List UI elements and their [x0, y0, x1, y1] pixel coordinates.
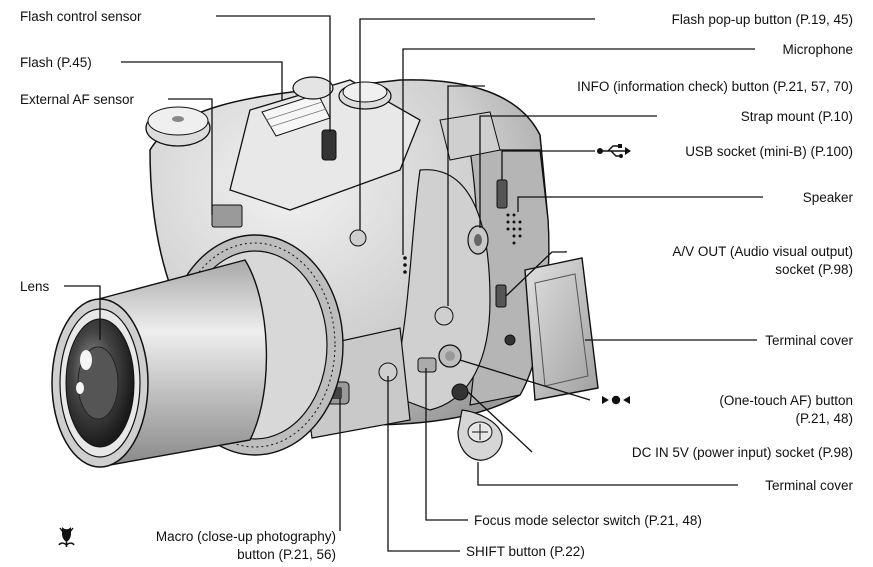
terminal-cover-flap	[524, 257, 599, 401]
label-dc-in: DC IN 5V (power input) socket (P.98)	[632, 445, 853, 460]
label-flash-popup-button: Flash pop-up button (P.19, 45)	[672, 12, 853, 27]
label-terminal-cover-upper: Terminal cover	[765, 333, 853, 348]
dc-in-socket-shape	[451, 383, 469, 401]
label-terminal-cover-lower: Terminal cover	[765, 478, 853, 493]
leader-strap	[479, 115, 657, 228]
flash-control-sensor	[321, 129, 337, 161]
focus-mode-switch-shape	[417, 357, 437, 373]
label-speaker: Speaker	[803, 190, 854, 205]
leader-av-out	[505, 251, 567, 297]
label-lens: Lens	[20, 279, 50, 294]
label-info-button: INFO (information check) button (P.21, 5…	[577, 79, 853, 94]
camera-grip	[389, 169, 491, 411]
leader-terminal-cover-lower	[477, 462, 738, 486]
label-av-out-line1: A/V OUT (Audio visual output)	[672, 244, 853, 259]
camera-illustration	[51, 76, 599, 468]
label-external-af-sensor: External AF sensor	[20, 92, 135, 107]
leader-speaker	[517, 196, 763, 212]
label-one-touch-af-line2: (P.21, 48)	[795, 411, 853, 426]
leader-one-touch-af	[459, 359, 591, 401]
leader-microphone	[402, 48, 755, 255]
label-flash: Flash (P.45)	[20, 55, 92, 70]
label-usb-socket: USB socket (mini-B) (P.100)	[685, 144, 853, 159]
leader-shift	[387, 376, 460, 552]
one-touch-af-icon	[602, 395, 630, 405]
av-out-socket	[495, 284, 507, 308]
info-button-shape	[434, 306, 454, 326]
leader-usb	[501, 150, 595, 180]
label-av-out-line2: socket (P.98)	[775, 262, 853, 277]
leader-info	[447, 85, 485, 306]
leader-flash-popup	[359, 18, 595, 230]
shutter-dial	[292, 76, 334, 100]
usb-icon	[597, 144, 631, 158]
flash-popup-button-shape	[349, 229, 367, 247]
label-macro-line2: button (P.21, 56)	[237, 547, 336, 562]
leader-focus-mode	[425, 368, 468, 521]
label-strap-mount: Strap mount (P.10)	[741, 109, 853, 124]
label-microphone: Microphone	[782, 42, 853, 57]
label-focus-mode-switch: Focus mode selector switch (P.21, 48)	[474, 513, 702, 528]
label-one-touch-af-line1: (One-touch AF) button	[719, 393, 853, 408]
label-shift-button: SHIFT button (P.22)	[466, 544, 585, 559]
external-af-sensor	[211, 204, 243, 228]
label-flash-control-sensor: Flash control sensor	[20, 9, 142, 24]
leader-external-af	[168, 98, 213, 215]
leader-flash	[121, 61, 283, 100]
macro-icon	[58, 527, 75, 547]
leader-flash-control-sensor	[216, 15, 331, 132]
label-macro-line1: Macro (close-up photography)	[156, 529, 336, 544]
leader-lens	[64, 285, 101, 340]
leader-lines	[64, 15, 763, 552]
speaker-grill	[506, 213, 522, 245]
leader-dc-in	[467, 391, 533, 453]
lens-front	[51, 298, 149, 468]
usb-socket	[496, 179, 508, 209]
